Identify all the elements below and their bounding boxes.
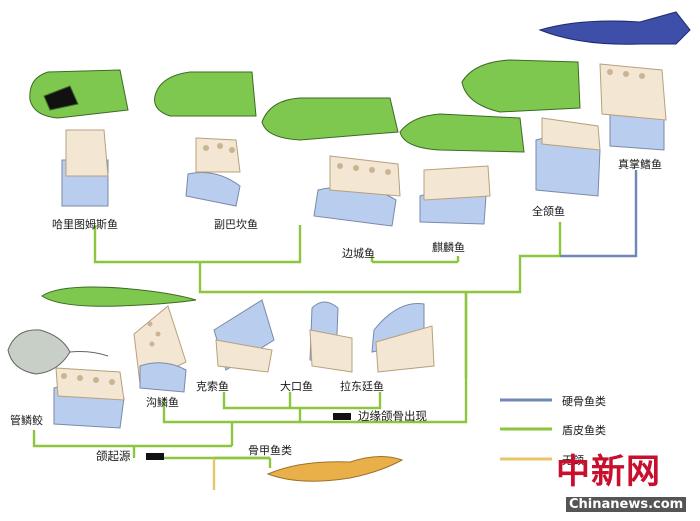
label-dakou: 大口鱼	[280, 380, 313, 393]
branch-left-pair	[93, 225, 302, 264]
branch-guanlinjiao	[32, 430, 232, 448]
fish-body-placoderm	[41, 286, 197, 307]
label-fuyang: 副巴坎鱼	[214, 218, 258, 231]
branch-bony-fish	[560, 170, 638, 258]
event-jaw-origin: 颌起源	[96, 449, 131, 463]
watermark-logo: 中新网	[556, 452, 661, 492]
branch-quanhe	[518, 222, 562, 262]
label-halitum: 哈里图姆斯鱼	[52, 218, 118, 231]
fish-head-ray	[7, 329, 71, 375]
jawless-fish	[266, 456, 404, 482]
label-bianchengyu: 边城鱼	[342, 247, 375, 260]
label-gujia: 骨甲鱼类	[248, 444, 292, 457]
marginal-jaw-bar	[333, 413, 351, 420]
legend-bony-fish: 硬骨鱼类	[562, 395, 606, 408]
event-marginal-jaw: 边缘颌骨出现	[358, 409, 427, 423]
label-guanlinjiao: 管鳞鲛	[10, 414, 43, 427]
fish-head-4	[399, 113, 525, 153]
fish-head-1	[29, 69, 129, 119]
tree-lines	[32, 170, 638, 490]
bony-fish-silhouette	[538, 11, 691, 45]
legend-jawless: 无颌	[562, 454, 584, 467]
jaw-bones	[53, 63, 667, 429]
label-qilinyu: 麒麟鱼	[432, 241, 465, 254]
label-kesuo: 克索鱼	[196, 380, 229, 393]
branch-lower-trio	[222, 392, 382, 410]
fish-head-2	[154, 71, 257, 117]
teeth-dots	[61, 69, 645, 385]
legend-placoderm: 盾皮鱼类	[562, 424, 606, 437]
fish-heads	[7, 59, 581, 375]
fish-head-5	[461, 59, 581, 113]
label-zhenzhang: 真掌鳍鱼	[618, 158, 662, 171]
legend-lines	[500, 398, 552, 461]
watermark-url: Chinanews.com	[566, 497, 687, 512]
branch-main-top	[198, 262, 522, 294]
fish-head-3	[261, 97, 399, 141]
label-quanhe: 全颌鱼	[532, 205, 565, 218]
label-goulin: 沟鳞鱼	[146, 396, 179, 409]
label-ladong: 拉东廷鱼	[340, 380, 384, 393]
jaw-origin-bar	[146, 453, 164, 460]
